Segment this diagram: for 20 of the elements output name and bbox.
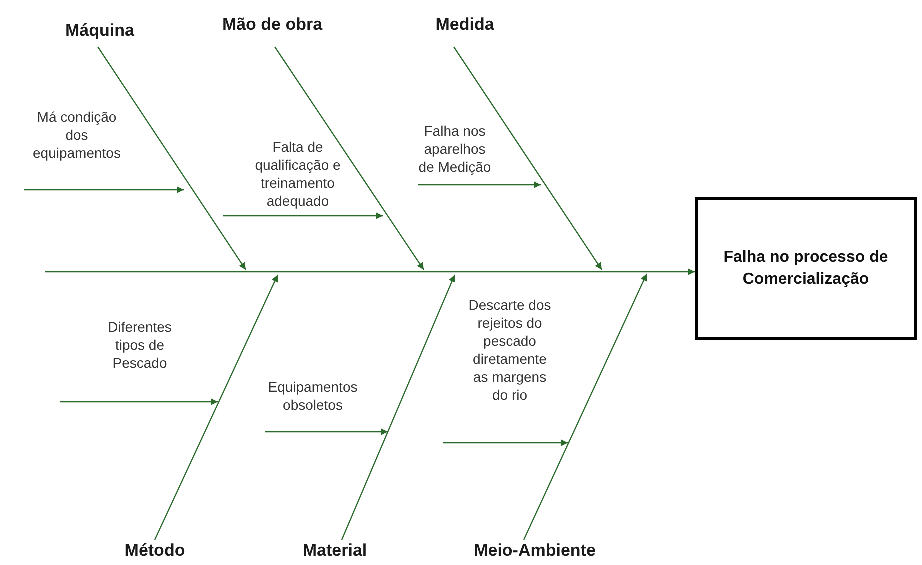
category-label: Mão de obra — [222, 14, 323, 36]
cause-text: Descarte dos rejeitos do pescado diretamente as margens do rio — [468, 296, 552, 404]
spine-arrow — [45, 268, 695, 276]
bone-arrow — [274, 46, 424, 270]
effect-box: Falha no processo de Comercialização — [695, 197, 917, 340]
category-label: Máquina — [66, 20, 134, 42]
category-label: Método — [124, 540, 186, 562]
bone-arrow — [154, 274, 279, 540]
bone-arrow — [341, 274, 456, 540]
bone-arrow — [98, 46, 246, 270]
cause-text: Falta de qualificação e treinamento adequado — [254, 138, 342, 210]
bone-arrow — [523, 274, 648, 540]
category-label: Meio-Ambiente — [474, 540, 596, 562]
category-label: Medida — [436, 14, 494, 36]
cause-text: Má condição dos equipamentos — [32, 108, 122, 162]
cause-text: Equipamentos obsoletos — [267, 378, 359, 414]
category-label: Material — [302, 540, 368, 562]
cause-text: Diferentes tipos de Pescado — [107, 318, 173, 372]
cause-text: Falha nos aparelhos de Medição — [418, 122, 492, 176]
bone-arrow — [454, 46, 602, 270]
